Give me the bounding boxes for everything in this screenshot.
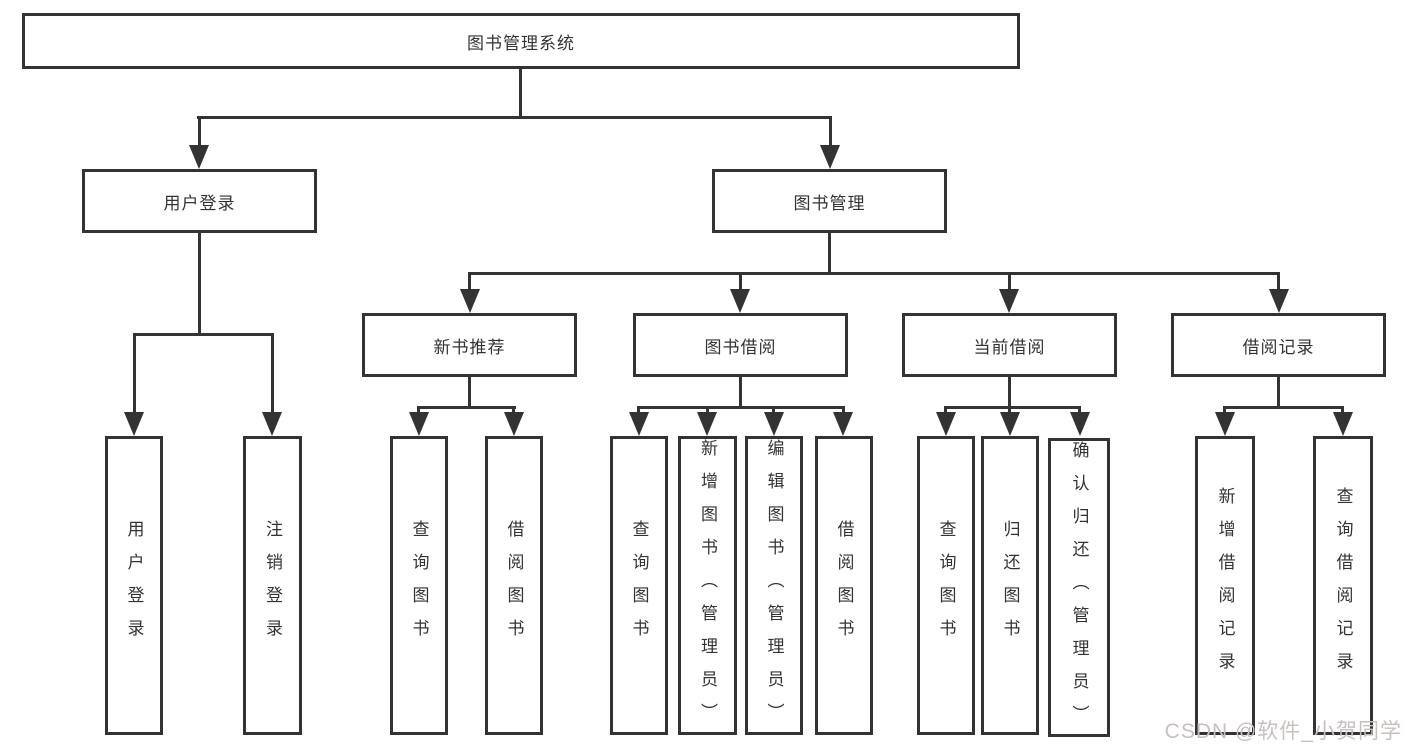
node-borrow-records-label: 借阅记录 (1242, 337, 1315, 357)
arrow-to-recommend (460, 289, 480, 313)
connector-borrow-leaf1-line (637, 406, 640, 416)
arrow-borrow-leaf4 (833, 412, 853, 436)
node-book-borrow: 图书借阅 (633, 313, 848, 377)
leaf-records-add-record-label: 新增借阅记录 (1215, 486, 1235, 685)
connector-root-stem (519, 69, 522, 118)
connector-borrow-branch (637, 406, 845, 409)
leaf-recommend-borrow-books: 借阅图书 (485, 436, 543, 735)
arrow-current-leaf2 (1000, 412, 1020, 436)
connector-records-leaf2-line (1341, 406, 1344, 416)
connector-current-branch (944, 406, 1081, 409)
connector-level1-branch (197, 116, 832, 119)
node-user-login-label: 用户登录 (163, 193, 236, 213)
leaf-current-query-books-label: 查询图书 (936, 519, 956, 652)
node-new-book-recommend-label: 新书推荐 (433, 337, 506, 357)
connector-records-stem (1277, 377, 1280, 409)
connector-to-records-line (1277, 272, 1280, 293)
leaf-recommend-query-books-label: 查询图书 (409, 519, 429, 652)
leaf-current-confirm-return-admin-label: 确认归还（管理员） (1069, 441, 1089, 738)
arrow-borrow-leaf2 (697, 412, 717, 436)
node-borrow-records: 借阅记录 (1171, 313, 1386, 377)
leaf-user-login-label: 用户登录 (124, 519, 144, 652)
connector-level3-branch (468, 272, 1280, 275)
node-current-borrow: 当前借阅 (902, 313, 1117, 377)
arrow-borrow-leaf3 (764, 412, 784, 436)
connector-borrow-leaf4-line (842, 406, 845, 416)
arrow-recommend-leaf1 (409, 412, 429, 436)
connector-current-stem (1008, 377, 1011, 409)
leaf-records-add-record: 新增借阅记录 (1195, 436, 1255, 735)
node-new-book-recommend: 新书推荐 (362, 313, 577, 377)
node-user-login: 用户登录 (82, 169, 317, 233)
leaf-records-query-record-label: 查询借阅记录 (1333, 486, 1353, 685)
connector-borrow-stem (739, 377, 742, 409)
connector-login-leaf2-line (271, 333, 274, 416)
leaf-records-query-record: 查询借阅记录 (1313, 436, 1373, 735)
arrow-current-leaf1 (936, 412, 956, 436)
connector-recommend-leaf2-line (512, 406, 515, 416)
connector-borrow-leaf2-line (706, 406, 709, 416)
leaf-recommend-query-books: 查询图书 (390, 436, 448, 735)
leaf-borrow-query-books-label: 查询图书 (629, 519, 649, 652)
leaf-borrow-edit-books-admin-label: 编辑图书（管理员） (764, 439, 784, 736)
connector-current-leaf2-line (1008, 406, 1011, 416)
arrow-recommend-leaf2 (504, 412, 524, 436)
arrow-current-leaf3 (1070, 412, 1090, 436)
connector-to-current-line (1008, 272, 1011, 293)
connector-records-branch (1223, 406, 1344, 409)
connector-records-leaf1-line (1223, 406, 1226, 416)
arrow-to-borrow (730, 289, 750, 313)
arrow-login-leaf1 (124, 412, 144, 436)
connector-to-borrow-line (739, 272, 742, 293)
connector-to-recommend-line (468, 272, 471, 293)
arrow-borrow-leaf1 (629, 412, 649, 436)
connector-login-stem (198, 233, 201, 336)
leaf-user-login: 用户登录 (105, 436, 163, 735)
leaf-borrow-add-books-admin: 新增图书（管理员） (678, 436, 737, 736)
leaf-current-return-books: 归还图书 (981, 436, 1039, 735)
node-root: 图书管理系统 (22, 13, 1020, 69)
arrow-login-leaf2 (262, 412, 282, 436)
connector-manage-stem (828, 233, 831, 275)
node-book-manage-label: 图书管理 (793, 193, 866, 213)
node-book-manage: 图书管理 (712, 169, 947, 233)
arrow-to-manage (820, 145, 840, 169)
leaf-current-query-books: 查询图书 (917, 436, 975, 735)
connector-current-leaf1-line (944, 406, 947, 416)
node-current-borrow-label: 当前借阅 (973, 337, 1046, 357)
arrow-to-current (999, 289, 1019, 313)
leaf-logout-label: 注销登录 (263, 519, 282, 652)
leaf-borrow-add-books-admin-label: 新增图书（管理员） (698, 439, 717, 736)
csdn-watermark: CSDN @软件_小贺同学 (1164, 720, 1402, 743)
connector-login-branch (133, 333, 274, 336)
connector-current-leaf3-line (1078, 406, 1081, 416)
connector-to-manage-line (829, 116, 832, 150)
node-root-label: 图书管理系统 (467, 33, 575, 53)
connector-login-leaf1-line (133, 333, 136, 416)
connector-recommend-leaf1-line (417, 406, 420, 416)
arrow-to-login (189, 145, 209, 169)
leaf-borrow-borrow-books: 借阅图书 (815, 436, 873, 735)
arrow-records-leaf2 (1333, 412, 1353, 436)
connector-recommend-stem (468, 377, 471, 409)
leaf-recommend-borrow-books-label: 借阅图书 (504, 519, 524, 652)
leaf-borrow-borrow-books-label: 借阅图书 (834, 519, 854, 652)
arrow-to-records (1269, 289, 1289, 313)
leaf-logout: 注销登录 (243, 436, 302, 735)
connector-to-login-line (198, 116, 201, 150)
leaf-borrow-edit-books-admin: 编辑图书（管理员） (745, 436, 803, 736)
connector-borrow-leaf3-line (772, 406, 775, 416)
connector-recommend-branch (417, 406, 516, 409)
node-book-borrow-label: 图书借阅 (704, 337, 777, 357)
leaf-borrow-query-books: 查询图书 (610, 436, 668, 735)
arrow-records-leaf1 (1215, 412, 1235, 436)
leaf-current-confirm-return-admin: 确认归还（管理员） (1048, 438, 1110, 738)
leaf-current-return-books-label: 归还图书 (1000, 519, 1020, 652)
